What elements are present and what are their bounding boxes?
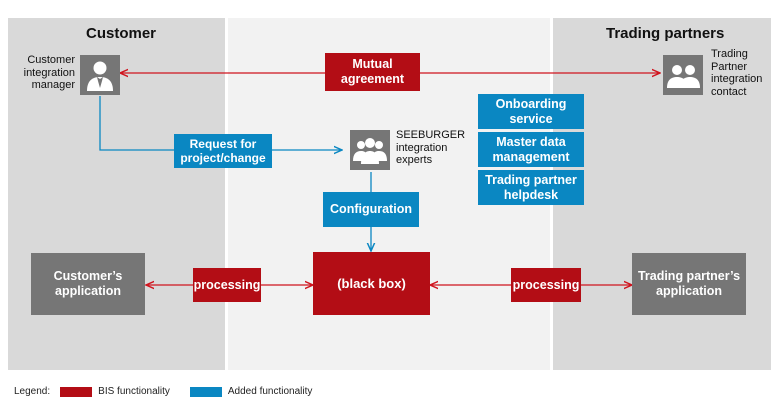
processing-left-box: processing [193, 268, 261, 302]
legend-added-swatch [189, 386, 222, 397]
experts-icon [350, 130, 390, 170]
legend-bis-swatch [60, 386, 93, 397]
partner-contact-label: Trading Partner integration contact [711, 48, 763, 98]
legend: Legend: BIS functionality Added function… [14, 386, 312, 397]
partners-title: Trading partners [606, 25, 725, 42]
customer-title: Customer [86, 25, 157, 42]
partner-contact-icon [663, 55, 703, 95]
configuration-box: Configuration [323, 192, 419, 227]
legend-added-label: Added functionality [227, 386, 313, 397]
experts-label: SEEBURGER integration experts [396, 129, 466, 167]
legend-title: Legend: [14, 386, 51, 397]
black-box: (black box) [313, 252, 430, 315]
legend-bis-label: BIS functionality [98, 386, 170, 397]
manager-label: Customer integration manager [23, 54, 75, 92]
processing-right-box: processing [511, 268, 581, 302]
manager-icon [80, 55, 120, 95]
